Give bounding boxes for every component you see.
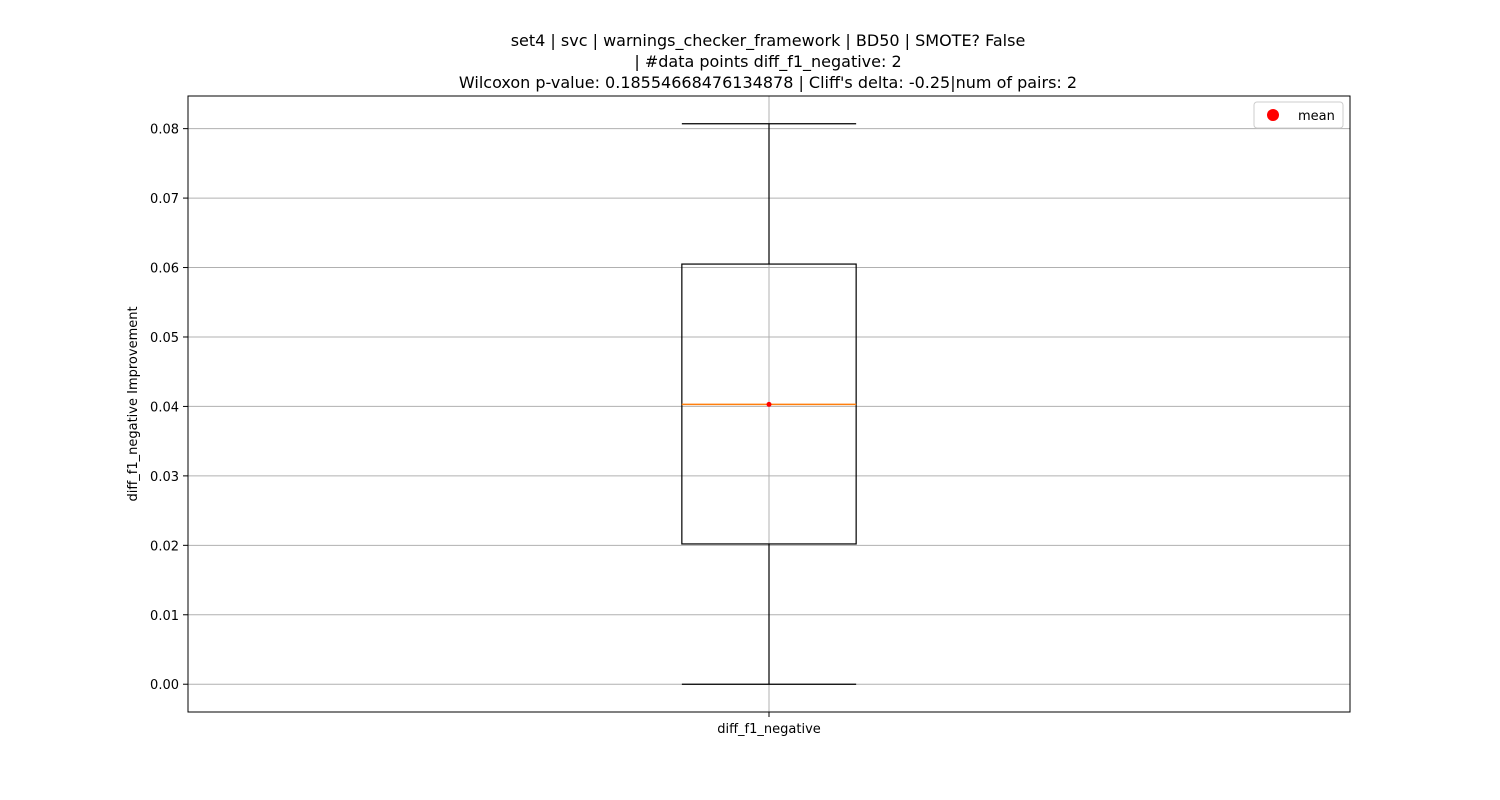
y-tick-label: 0.04 (150, 400, 179, 415)
chart-title: set4 | svc | warnings_checker_framework … (459, 31, 1077, 92)
y-tick-label: 0.05 (150, 331, 179, 346)
legend-mean-label: mean (1298, 109, 1335, 124)
y-tick-label: 0.06 (150, 262, 179, 277)
y-axis-ticks: 0.00 0.01 0.02 0.03 0.04 0.05 0.06 0.07 0.08 (150, 123, 188, 693)
y-tick-label: 0.01 (150, 609, 179, 624)
x-tick-label: diff_f1_negative (717, 722, 821, 737)
y-axis-label: diff_f1_negative Improvement (126, 306, 141, 501)
y-tick-label: 0.07 (150, 192, 179, 207)
box-elements (681, 123, 857, 685)
plot-area-frame (187, 95, 1351, 713)
legend-mean-marker (1267, 109, 1279, 121)
legend: mean (1253, 101, 1344, 129)
title-line-2: | #data points diff_f1_negative: 2 (634, 52, 901, 72)
title-line-1: set4 | svc | warnings_checker_framework … (511, 31, 1026, 51)
x-axis-ticks: diff_f1_negative (717, 712, 821, 737)
y-tick-label: 0.00 (150, 678, 179, 693)
legend-frame (1253, 101, 1344, 129)
y-tick-label: 0.08 (150, 123, 179, 138)
mean-marker (766, 401, 772, 407)
title-line-3: Wilcoxon p-value: 0.18554668476134878 | … (459, 73, 1077, 92)
y-tick-label: 0.03 (150, 470, 179, 485)
y-tick-label: 0.02 (150, 539, 179, 554)
